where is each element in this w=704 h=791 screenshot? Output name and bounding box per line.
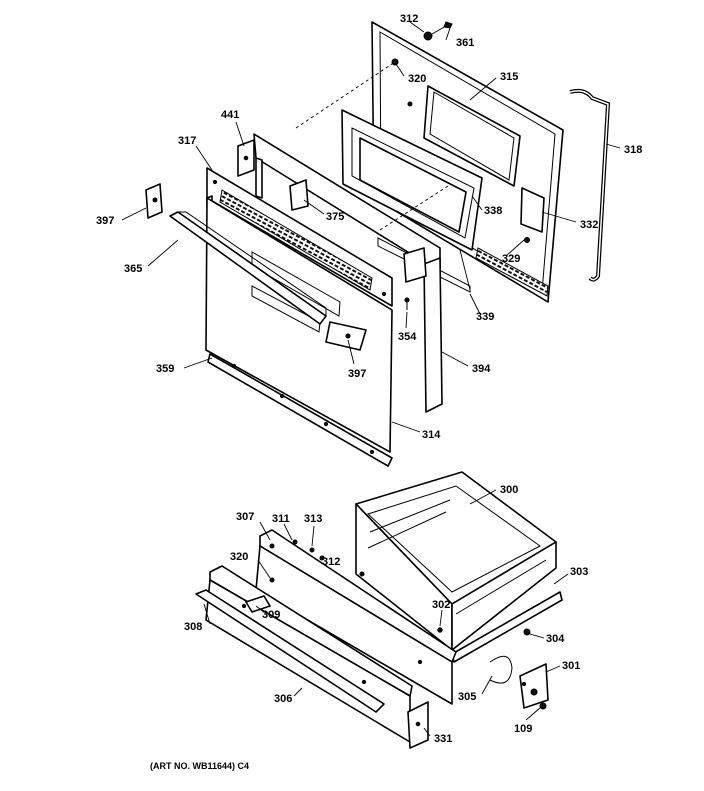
callout-314: 314 (422, 429, 441, 441)
outer-door-panel (205, 197, 393, 453)
callout-318: 318 (624, 144, 642, 156)
screw-109 (539, 702, 547, 710)
callout-311: 311 (272, 513, 290, 525)
callout-394: 394 (472, 363, 491, 375)
inner-glass-frame (341, 109, 483, 251)
callout-361: 361 (456, 37, 474, 49)
callout-315: 315 (500, 71, 518, 83)
callout-329: 329 (502, 253, 520, 265)
callout-441: 441 (221, 109, 239, 121)
side-trim (403, 247, 443, 413)
callout-354: 354 (398, 331, 417, 343)
callout-397-right: 397 (348, 368, 366, 380)
callout-109: 109 (514, 723, 532, 735)
vent-panel (206, 167, 393, 307)
callout-313: 313 (304, 513, 322, 525)
callout-375: 375 (326, 211, 344, 223)
callout-312-drawer: 312 (322, 556, 340, 568)
callout-359: 359 (156, 363, 174, 375)
drawer-inner-front (255, 529, 457, 705)
door-frame (253, 133, 441, 273)
callout-320-top: 320 (408, 73, 426, 85)
drawer-end-bracket (407, 701, 429, 749)
callout-302: 302 (432, 599, 450, 611)
callout-306: 306 (274, 693, 292, 705)
handle-cap-right (325, 321, 367, 351)
clip-309 (245, 595, 271, 613)
callout-312-top: 312 (400, 13, 418, 25)
callout-307: 307 (236, 511, 254, 523)
drawer-handle (195, 589, 385, 713)
handle-cap-left (145, 183, 163, 219)
callout-308: 308 (184, 621, 202, 633)
spring-305 (489, 655, 513, 684)
bracket-441 (237, 139, 255, 177)
callout-305: 305 (458, 691, 476, 703)
callout-labels: 312 361 320 315 318 441 317 375 338 332 … (96, 13, 642, 745)
screw-311 (292, 539, 298, 545)
door-handle (169, 211, 327, 325)
callout-331: 331 (434, 733, 452, 745)
callout-338: 338 (484, 205, 502, 217)
screw-312-top (423, 21, 453, 41)
art-number: (ART NO. WB11644) C4 (150, 761, 249, 771)
callout-300: 300 (500, 484, 518, 496)
callout-317: 317 (178, 135, 196, 147)
callout-301: 301 (562, 660, 580, 672)
screw-354 (404, 297, 410, 310)
callout-339: 339 (476, 311, 494, 323)
nut-304 (523, 628, 531, 636)
screw-313 (309, 547, 315, 553)
screw-302 (437, 627, 443, 633)
door-gasket (569, 88, 611, 282)
callout-332: 332 (580, 219, 598, 231)
callout-320-drawer: 320 (230, 551, 248, 563)
leader-lines (121, 21, 621, 737)
door-inner-liner (371, 21, 564, 303)
callout-309: 309 (262, 609, 280, 621)
callout-365: 365 (124, 263, 142, 275)
rail-bracket (519, 663, 549, 709)
callout-303: 303 (570, 566, 588, 578)
callout-397-left: 397 (96, 215, 114, 227)
callout-304: 304 (546, 633, 565, 645)
drawer-body (355, 471, 557, 651)
